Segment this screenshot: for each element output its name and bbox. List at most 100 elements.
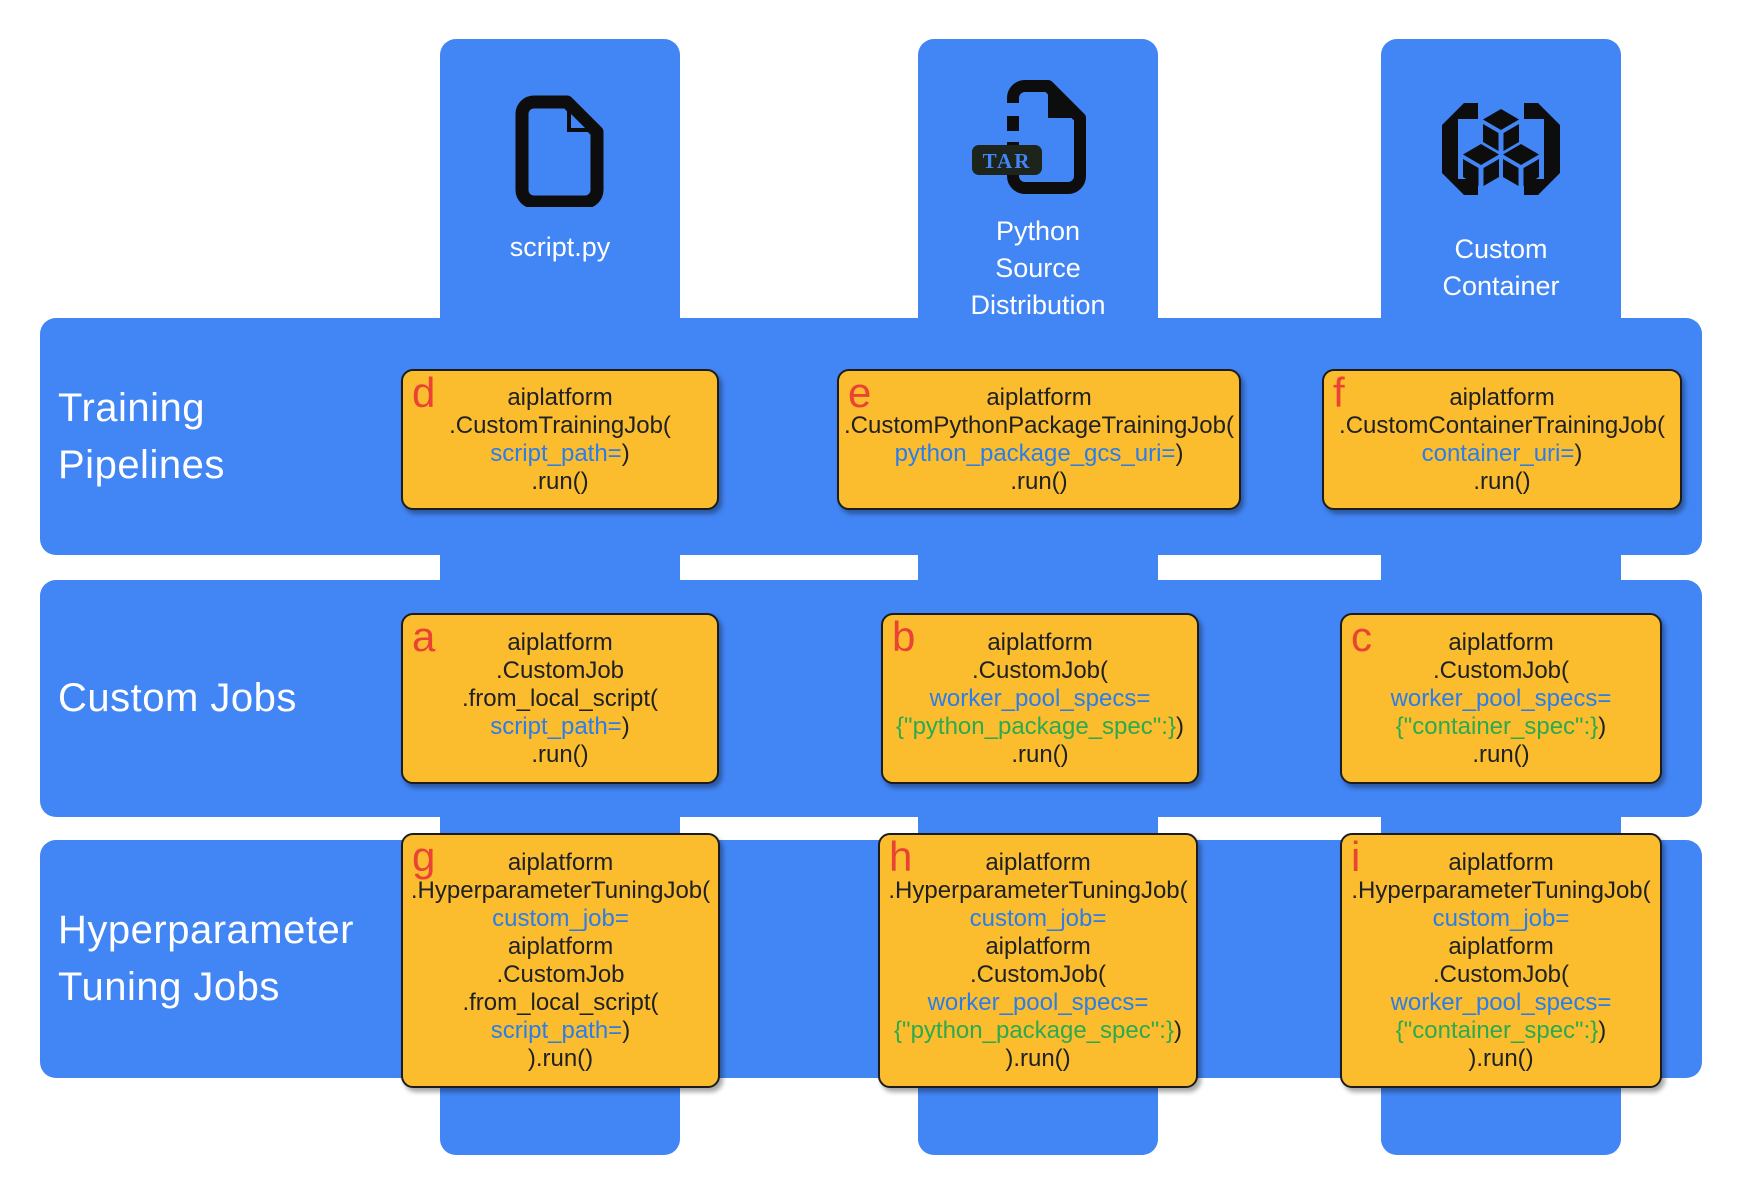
code-line: container_uri=): [1422, 440, 1583, 468]
code-line: .CustomJob(: [970, 961, 1106, 989]
code-segment: aiplatform: [986, 383, 1092, 411]
column-label-line: script.py: [509, 232, 611, 262]
code-segment: worker_pool_specs=: [1390, 684, 1612, 712]
box-letter: g: [412, 833, 436, 880]
code-line: custom_job=: [970, 905, 1107, 933]
code-segment: ): [1173, 1016, 1182, 1044]
tar-file-icon: TAR: [972, 80, 1086, 194]
code-line: worker_pool_specs=: [1391, 685, 1612, 713]
code-block: aiplatform.CustomContainerTrainingJob(co…: [1324, 371, 1680, 508]
box-letter: h: [889, 833, 913, 880]
code-segment: .CustomJob(: [1432, 960, 1570, 988]
tar-badge-label: TAR: [983, 149, 1032, 173]
code-segment: .from_local_script(: [461, 684, 659, 712]
code-line: aiplatform: [986, 384, 1091, 412]
code-block: aiplatform.HyperparameterTuningJob(custo…: [1342, 835, 1660, 1086]
code-segment: python_package_gcs_uri=: [894, 439, 1176, 467]
code-line: .HyperparameterTuningJob(: [411, 877, 710, 905]
code-segment: .run(): [531, 740, 589, 768]
box-letter: d: [412, 369, 436, 416]
code-segment: ): [1175, 712, 1184, 740]
code-segment: .CustomJob: [495, 656, 625, 684]
column-label: script.py: [510, 229, 611, 266]
box-letter: f: [1333, 369, 1345, 416]
code-segment: aiplatform: [507, 628, 613, 656]
code-segment: script_path=: [490, 712, 622, 740]
code-box-f: f aiplatform.CustomContainerTrainingJob(…: [1322, 369, 1682, 510]
code-line: aiplatform: [1448, 933, 1553, 961]
code-line: .CustomPythonPackageTrainingJob(: [844, 412, 1234, 440]
code-line: aiplatform: [1448, 849, 1553, 877]
code-segment: ).run(): [1468, 1044, 1534, 1072]
code-segment: custom_job=: [969, 904, 1107, 932]
box-letter: e: [848, 369, 872, 416]
code-block: aiplatform.CustomJob(worker_pool_specs={…: [883, 615, 1197, 782]
code-segment: .CustomJob(: [1432, 656, 1570, 684]
code-box-c: c aiplatform.CustomJob(worker_pool_specs…: [1340, 613, 1662, 784]
code-segment: .HyperparameterTuningJob(: [410, 876, 711, 904]
code-segment: .run(): [531, 467, 589, 495]
code-segment: .CustomTrainingJob(: [449, 411, 671, 439]
code-line: worker_pool_specs=: [928, 989, 1149, 1017]
code-line: .run(): [1011, 741, 1068, 769]
code-line: aiplatform: [507, 629, 612, 657]
file-icon: [515, 95, 604, 207]
code-line: .HyperparameterTuningJob(: [888, 877, 1187, 905]
code-line: .run(): [1473, 468, 1530, 496]
row-label-line: Hyperparameter: [58, 908, 355, 952]
code-block: aiplatform.HyperparameterTuningJob(custo…: [403, 835, 718, 1086]
code-line: .CustomJob(: [1433, 657, 1569, 685]
code-line: .CustomJob: [496, 657, 624, 685]
code-block: aiplatform.CustomJob.from_local_script(s…: [403, 615, 717, 782]
column-label-line: Source: [995, 253, 1081, 283]
code-segment: .CustomPythonPackageTrainingJob(: [844, 411, 1234, 439]
code-segment: custom_job=: [1432, 904, 1570, 932]
code-line: .CustomJob: [496, 961, 624, 989]
code-segment: {"container_spec":}: [1395, 1016, 1599, 1044]
row-label-line: Training: [58, 385, 206, 430]
code-line: .CustomJob(: [972, 657, 1108, 685]
code-block: aiplatform.CustomTrainingJob(script_path…: [403, 371, 717, 508]
code-segment: script_path=: [490, 1016, 623, 1044]
code-segment: ).run(): [1005, 1044, 1071, 1072]
code-segment: aiplatform: [507, 383, 613, 411]
code-line: .CustomContainerTrainingJob(: [1339, 412, 1665, 440]
dash-gap: [1006, 131, 1020, 142]
code-line: .HyperparameterTuningJob(: [1351, 877, 1650, 905]
box-letter: b: [892, 613, 916, 660]
code-segment: aiplatform: [1448, 932, 1554, 960]
code-segment: container_uri=: [1421, 439, 1575, 467]
column-label-line: Custom: [1454, 234, 1548, 264]
code-line: .run(): [1010, 468, 1067, 496]
code-line: .from_local_script(: [462, 989, 658, 1017]
column-label-line: Distribution: [970, 290, 1106, 320]
column-label-line: Container: [1442, 271, 1560, 301]
code-segment: {"container_spec":}: [1395, 712, 1599, 740]
code-line: aiplatform: [508, 933, 613, 961]
code-segment: .run(): [1010, 467, 1068, 495]
code-segment: ): [1598, 1016, 1607, 1044]
code-box-e: e aiplatform.CustomPythonPackageTraining…: [837, 369, 1241, 510]
code-segment: worker_pool_specs=: [927, 988, 1149, 1016]
code-line: .run(): [1472, 741, 1529, 769]
code-segment: .from_local_script(: [462, 988, 659, 1016]
row-label: Custom Jobs: [40, 670, 297, 727]
box-letter: i: [1351, 833, 1361, 880]
code-box-h: h aiplatform.HyperparameterTuningJob(cus…: [878, 833, 1198, 1088]
code-segment: script_path=: [490, 439, 622, 467]
code-line: script_path=): [490, 713, 629, 741]
code-box-b: b aiplatform.CustomJob(worker_pool_specs…: [881, 613, 1199, 784]
code-line: .CustomJob(: [1433, 961, 1569, 989]
code-box-a: a aiplatform.CustomJob.from_local_script…: [401, 613, 719, 784]
box-letter: c: [1351, 613, 1372, 660]
code-line: .run(): [531, 468, 588, 496]
code-line: ).run(): [1468, 1045, 1533, 1073]
code-segment: aiplatform: [1448, 848, 1554, 876]
dash-gap: [1006, 103, 1020, 116]
box-letter: a: [412, 613, 436, 660]
row-label-line: Custom Jobs: [58, 676, 297, 720]
tar-badge: [972, 145, 1042, 175]
code-segment: .CustomContainerTrainingJob(: [1339, 411, 1665, 439]
